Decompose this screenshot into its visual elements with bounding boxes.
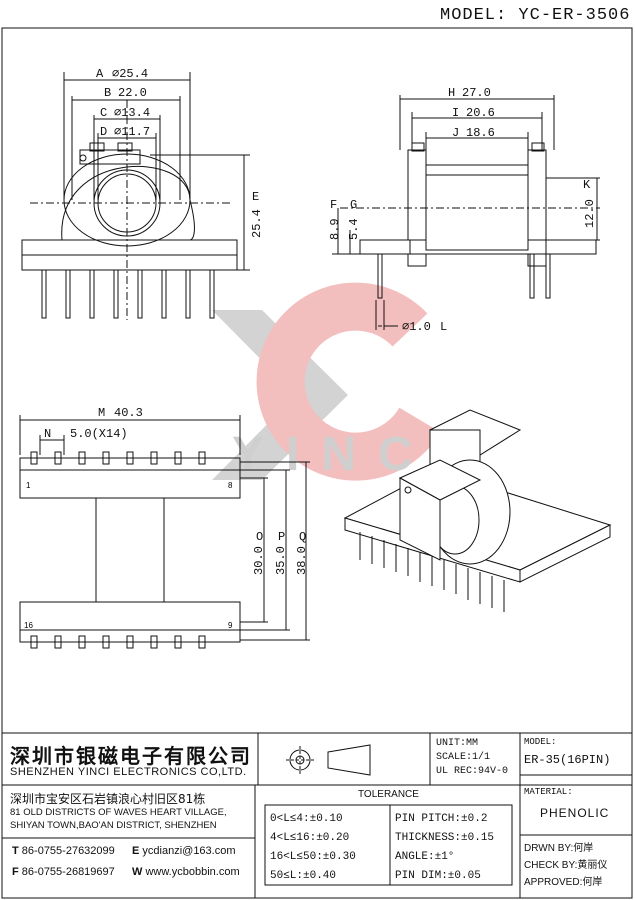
dim-label-d: D xyxy=(100,125,107,139)
tolerance-row: PIN DIM:±0.05 xyxy=(395,870,481,882)
tolerance-row: ANGLE:±1° xyxy=(395,851,455,863)
dim-label-j: J xyxy=(452,126,459,140)
tolerance-list-2: PIN PITCH:±0.2 THICKNESS:±0.15 ANGLE:±1°… xyxy=(395,810,494,886)
material-label: MATERIAL: xyxy=(524,787,573,797)
dim-value-q: 38.0 xyxy=(295,546,309,575)
dim-label-g: G xyxy=(350,198,357,212)
side-view xyxy=(332,95,600,330)
approved-by: APPROVED:何岸 xyxy=(524,877,603,888)
dim-value-l: ⌀1.0 xyxy=(402,320,431,334)
drawn-by: DRWN BY:何岸 xyxy=(524,843,594,854)
scale: SCALE:1/1 xyxy=(436,752,491,763)
address-en-line1: 81 OLD DISTRICTS OF WAVES HEART VILLAGE, xyxy=(10,807,227,818)
contact-email: E ycdianzi@163.com xyxy=(132,845,236,857)
dim-label-o: O xyxy=(256,530,263,544)
plan-pins-top xyxy=(30,451,206,465)
pin-label-1: 1 xyxy=(26,481,31,490)
plan-view xyxy=(19,415,310,649)
tolerance-row: 0<L≤4:±0.10 xyxy=(270,813,343,825)
tolerance-row: 16<L≤50:±0.30 xyxy=(270,851,356,863)
dim-label-m: M xyxy=(98,406,105,420)
dim-label-e: E xyxy=(252,190,259,204)
dim-value-e: 25.4 xyxy=(250,209,264,238)
contact-web: W www.ycbobbin.com xyxy=(132,866,240,878)
pin-label-8: 8 xyxy=(228,481,233,490)
web-label: W xyxy=(132,866,143,878)
tolerance-row: 4<L≤16:±0.20 xyxy=(270,832,350,844)
checked-by: CHECK BY:黄丽仪 xyxy=(524,860,608,871)
tel-label: T xyxy=(12,845,19,857)
model-value: ER-35(16PIN) xyxy=(524,753,611,767)
dim-value-h: 27.0 xyxy=(462,86,491,100)
model-label: MODEL: xyxy=(524,737,557,747)
contact-fax: F 86-0755-26819697 xyxy=(12,866,115,878)
ul-rec: UL REC:94V-0 xyxy=(436,766,509,777)
tolerance-row: 50≤L:±0.40 xyxy=(270,870,337,882)
dim-value-o: 30.0 xyxy=(252,546,266,575)
tolerance-row: PIN PITCH:±0.2 xyxy=(395,813,488,825)
dim-label-i: I xyxy=(452,106,459,120)
tolerance-list: 0<L≤4:±0.10 4<L≤16:±0.20 16<L≤50:±0.30 5… xyxy=(270,810,356,886)
dim-value-d: ⌀11.7 xyxy=(114,125,150,139)
dim-label-n: N xyxy=(44,427,51,441)
tel-value: 86-0755-27632099 xyxy=(21,845,115,857)
plan-pins-bottom xyxy=(30,635,206,649)
company-name-en: SHENZHEN YINCI ELECTRONICS CO,LTD. xyxy=(10,766,247,778)
address-cn: 深圳市宝安区石岩镇浪心村旧区81栋 xyxy=(10,792,206,806)
material-value: PHENOLIC xyxy=(540,806,610,820)
tolerance-title: TOLERANCE xyxy=(358,789,419,800)
dim-label-a: A xyxy=(96,67,104,81)
fax-value: 86-0755-26819697 xyxy=(21,866,115,878)
dim-label-l: L xyxy=(440,320,447,334)
front-pins xyxy=(41,269,215,319)
approval-block: DRWN BY:何岸 CHECK BY:黄丽仪 APPROVED:何岸 xyxy=(524,840,607,891)
dim-value-k: 12.0 xyxy=(583,199,597,228)
email-label: E xyxy=(132,845,140,857)
pin-label-9: 9 xyxy=(228,621,233,630)
dim-label-p: P xyxy=(278,530,285,544)
contact-tel: T 86-0755-27632099 xyxy=(12,845,115,857)
dim-label-h: H xyxy=(448,86,455,100)
unit: UNIT:MM xyxy=(436,738,479,749)
dim-value-g: 5.4 xyxy=(347,218,361,240)
dim-label-c: C xyxy=(100,106,107,120)
dim-label-b: B xyxy=(104,86,111,100)
dim-value-n: 5.0(X14) xyxy=(70,427,128,441)
tolerance-row: THICKNESS:±0.15 xyxy=(395,832,495,844)
model-header: MODEL: YC-ER-3506 xyxy=(440,6,631,25)
watermark-logo xyxy=(212,282,441,481)
iso-pins xyxy=(359,532,505,612)
fax-label: F xyxy=(12,866,19,878)
web-value: www.ycbobbin.com xyxy=(145,866,240,878)
dim-value-a: ⌀25.4 xyxy=(112,67,148,81)
front-view xyxy=(21,72,250,320)
dim-value-i: 20.6 xyxy=(466,106,495,120)
pin-label-16: 16 xyxy=(24,621,33,630)
dim-value-c: ⌀13.4 xyxy=(114,106,150,120)
company-name-cn: 深圳市银磁电子有限公司 xyxy=(10,744,252,768)
watermark-arc xyxy=(256,282,441,481)
dim-label-k: K xyxy=(583,178,591,192)
dim-value-j: 18.6 xyxy=(466,126,495,140)
email-value: ycdianzi@163.com xyxy=(142,845,236,857)
dim-value-b: 22.0 xyxy=(118,86,147,100)
dim-value-m: 40.3 xyxy=(114,406,143,420)
dim-label-f: F xyxy=(330,198,337,212)
address-en-line2: SHIYAN TOWN,BAO'AN DISTRICT, SHENZHEN xyxy=(10,820,217,831)
dim-value-p: 35.0 xyxy=(274,546,288,575)
dim-value-f: 8.9 xyxy=(328,218,342,240)
isometric-view xyxy=(343,409,612,612)
dim-label-q: Q xyxy=(299,530,306,544)
title-block-frame xyxy=(1,732,633,899)
